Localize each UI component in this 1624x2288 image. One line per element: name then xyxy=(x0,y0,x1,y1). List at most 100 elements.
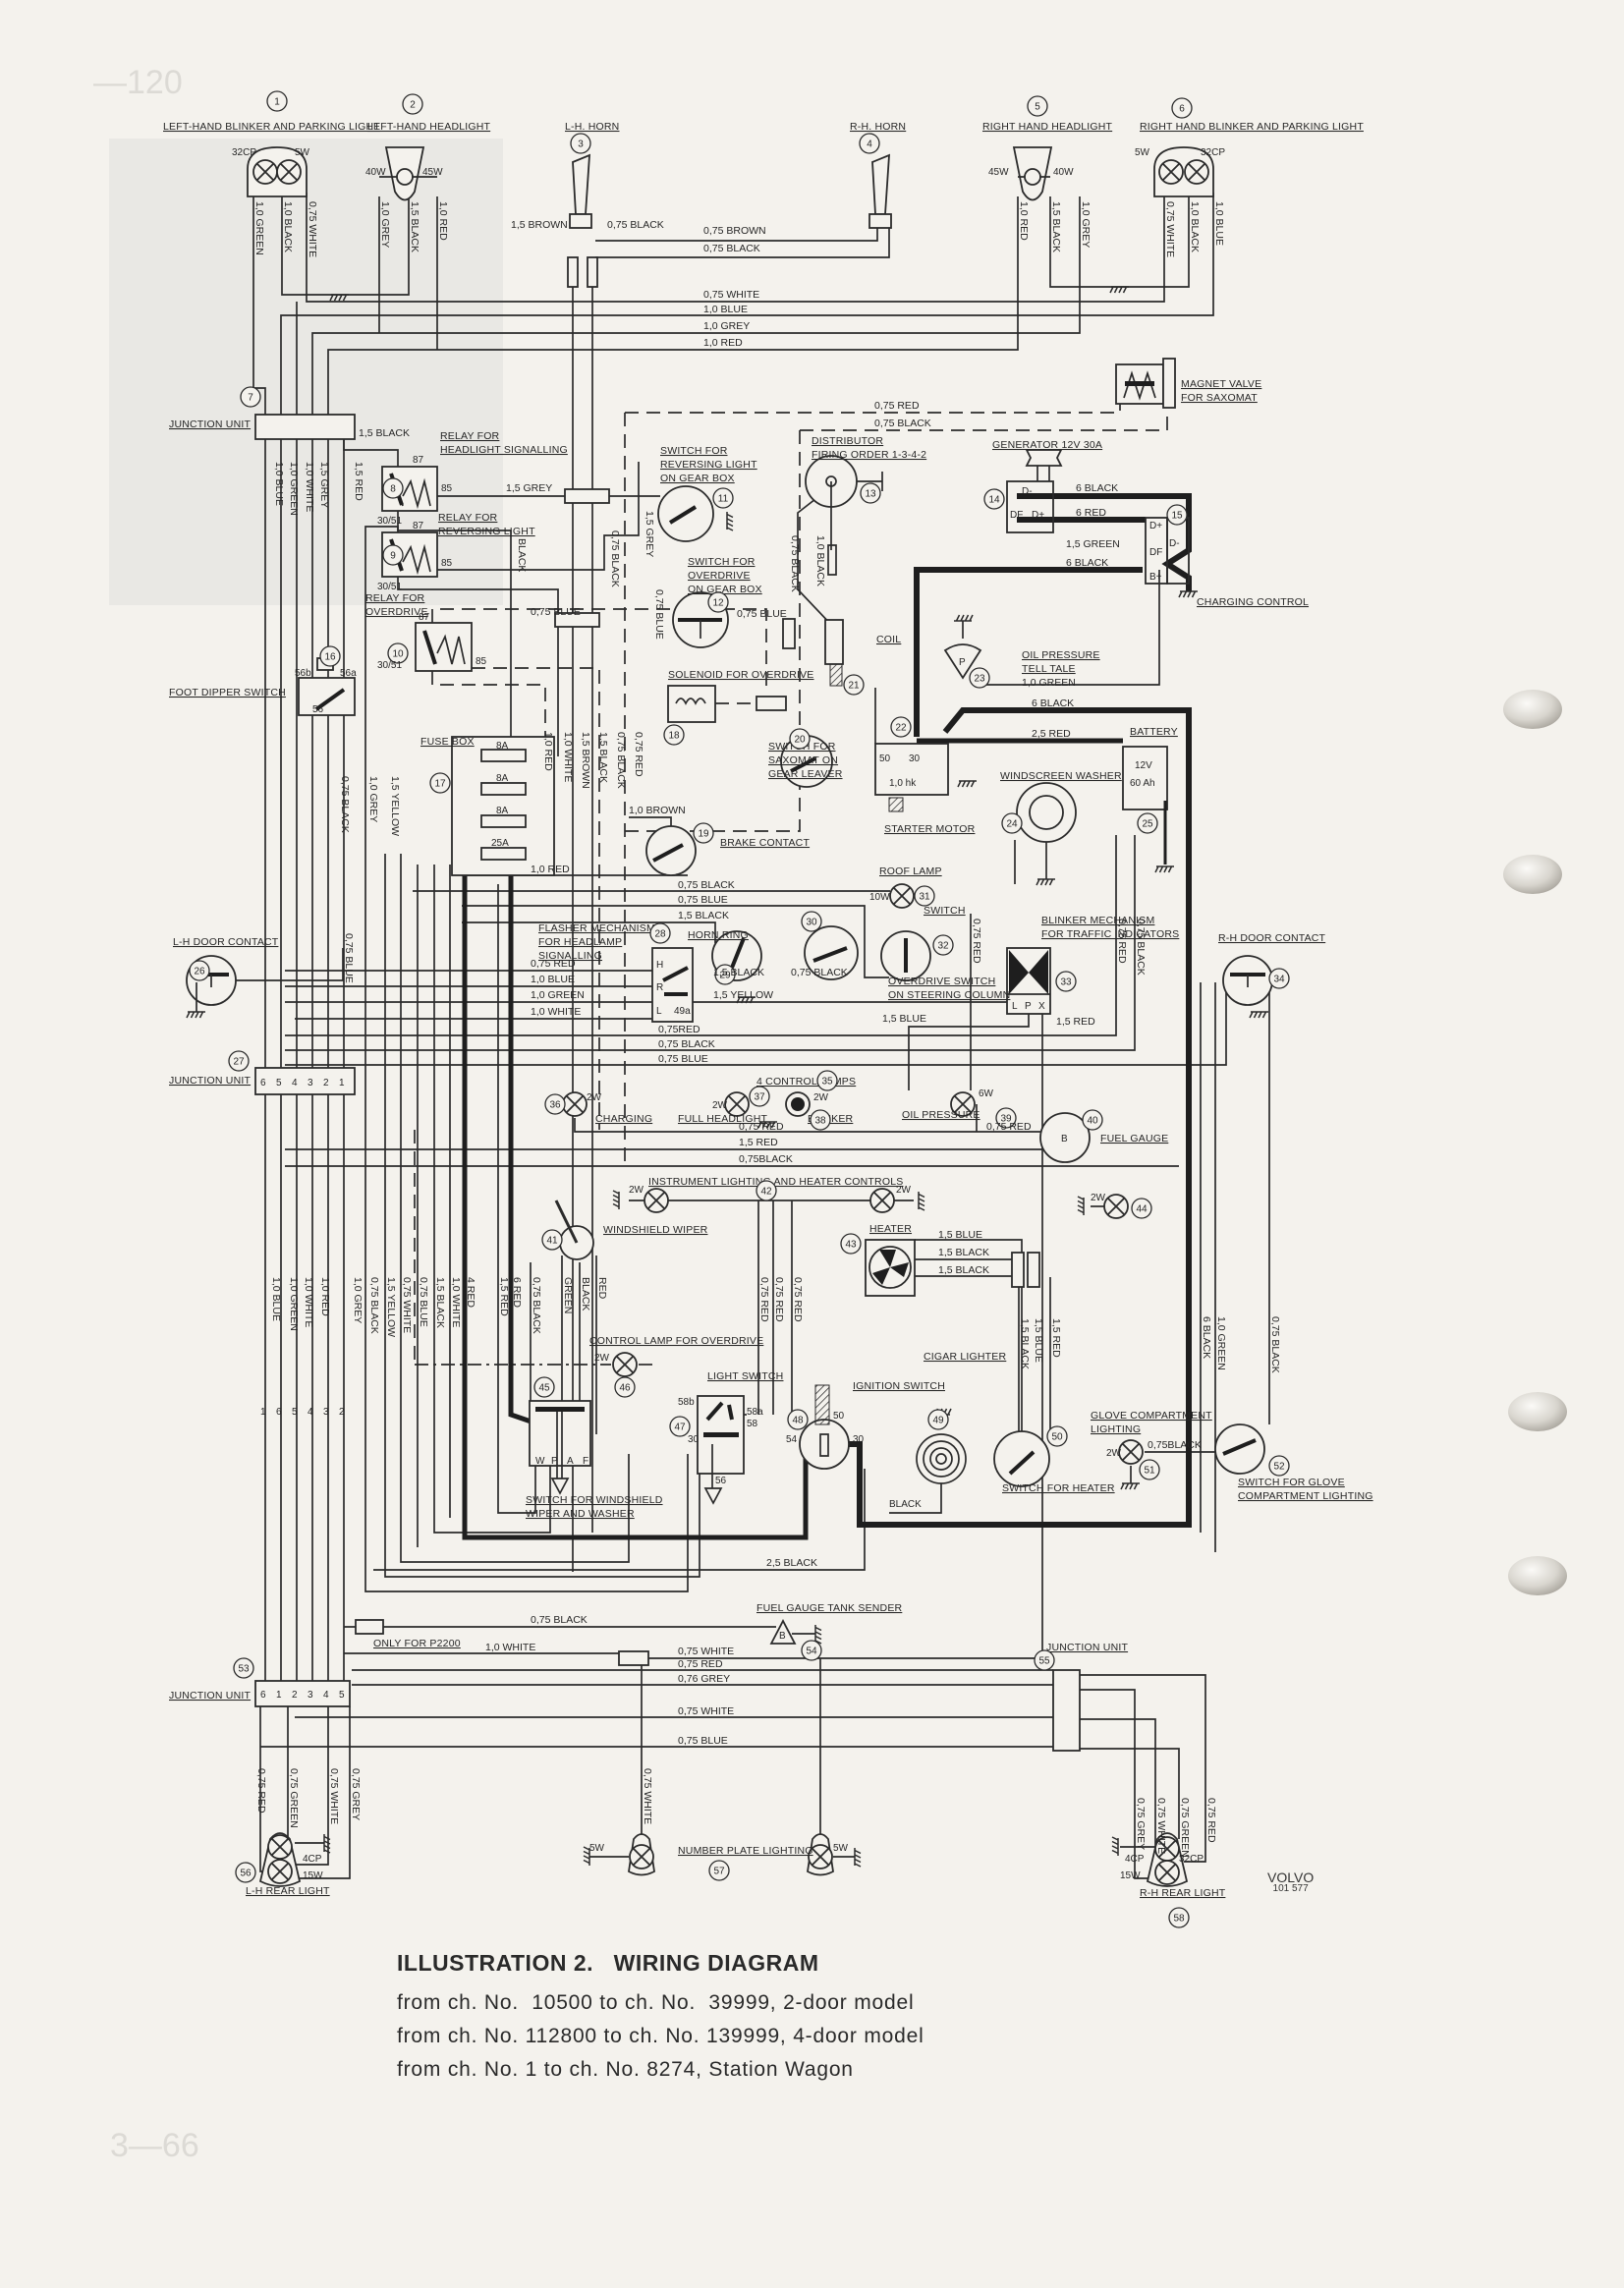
wire-label: 0,75 BLACK xyxy=(607,219,664,231)
component-label: REVERSING LIGHT xyxy=(660,459,757,471)
lh-horn xyxy=(567,153,598,288)
pin-annotation: 5 xyxy=(339,1690,345,1701)
pin-annotation: 49a xyxy=(674,1006,691,1017)
reference-number-circle xyxy=(1046,1425,1068,1447)
wire-label: 1,0 GREY xyxy=(352,1277,364,1323)
charging-lamp xyxy=(562,1091,588,1117)
component-label: ROOF LAMP xyxy=(879,865,942,877)
reference-number-circle xyxy=(1166,504,1188,526)
wire-label: 1,5 BROWN xyxy=(580,732,591,789)
reference-number-circle xyxy=(233,1657,254,1679)
reference-number: 12 xyxy=(712,598,724,609)
wire-label: 0,75 BLACK xyxy=(703,243,760,254)
reference-number: 28 xyxy=(654,929,666,940)
component-label: L-H REAR LIGHT xyxy=(246,1885,330,1897)
reference-number-circle xyxy=(787,1409,809,1430)
component-label: LEFT-HAND HEADLIGHT xyxy=(367,121,491,133)
pin-annotation: 30 xyxy=(853,1434,865,1445)
reference-number: 4 xyxy=(867,140,872,150)
ground-icon xyxy=(854,1847,862,1868)
wire-label: 0,75RED xyxy=(658,1024,700,1035)
component-label: BLINKER MECHANISM xyxy=(1041,915,1154,926)
reference-number: 43 xyxy=(845,1240,857,1251)
component-label: R-H DOOR CONTACT xyxy=(1218,932,1326,944)
reference-number-circle xyxy=(1168,1907,1190,1928)
reference-number-circle xyxy=(663,724,685,746)
reference-number: 9 xyxy=(390,551,396,562)
pin-annotation: 5 xyxy=(292,1407,298,1418)
reference-number-circle xyxy=(969,667,990,689)
component-label: ON STEERING COLUMN xyxy=(888,989,1010,1001)
component-label: FUEL GAUGE xyxy=(1100,1133,1168,1144)
component-label: SWITCH FOR GLOVE xyxy=(1238,1477,1345,1488)
pin-annotation: 2W xyxy=(1106,1448,1122,1459)
wire-label: 0,75 BLUE xyxy=(737,608,787,620)
pin-annotation: R xyxy=(656,982,663,993)
wire-label: 1,0 WHITE xyxy=(450,1277,462,1327)
wire-label: 0,75 RED xyxy=(971,919,982,964)
wire-label: 0,75 WHITE xyxy=(703,289,759,301)
wire-label: 1,0 GREEN xyxy=(288,1277,300,1331)
reference-number-circle xyxy=(541,1229,563,1251)
junction-unit-53 xyxy=(254,1680,351,1707)
reference-number: 27 xyxy=(233,1057,245,1068)
pin-annotation: 32CP xyxy=(1201,147,1225,158)
reference-number: 46 xyxy=(619,1383,631,1394)
reference-number: 36 xyxy=(549,1100,561,1111)
wire-label: 0,75 RED xyxy=(1116,919,1128,964)
component-label: STARTER MOTOR xyxy=(884,823,976,835)
overdrive-control-lamp xyxy=(612,1352,638,1377)
component-label: SIGNALLING xyxy=(538,950,602,962)
pin-annotation: B xyxy=(1061,1134,1068,1144)
component-label: NUMBER PLATE LIGHTING xyxy=(678,1845,813,1857)
wire-label: 0,75 GREEN xyxy=(288,1768,300,1828)
component-label: RELAY FOR xyxy=(440,430,500,442)
pin-annotation: 4CP xyxy=(1125,1854,1145,1865)
component-label: OIL PRESSURE xyxy=(902,1109,980,1121)
pin-annotation: 45W xyxy=(988,167,1009,178)
reference-number-circle xyxy=(983,488,1005,510)
pin-annotation: 40W xyxy=(1053,167,1074,178)
reference-number: 30 xyxy=(806,918,817,928)
wire-label: 1,0 GREEN xyxy=(288,462,300,516)
wire-label: 1,5 BLUE xyxy=(882,1013,926,1025)
wire-label: 1,5 BLACK xyxy=(713,967,764,978)
pin-annotation: 3 xyxy=(308,1690,313,1701)
wire-label: 0,75 BLUE xyxy=(343,933,355,983)
heater xyxy=(865,1239,916,1297)
wire-label: 1,0 WHITE xyxy=(303,1277,314,1327)
pin-annotation: 1 xyxy=(276,1690,282,1701)
component-label: OVERDRIVE xyxy=(688,570,751,582)
connector xyxy=(1027,1252,1040,1288)
oil-pressure-tell-tale xyxy=(943,621,982,680)
pin-annotation: P xyxy=(1025,1001,1032,1012)
fuel-gauge xyxy=(1039,1112,1091,1163)
pin-annotation: 5W xyxy=(589,1843,605,1854)
windscreen-washer xyxy=(1016,782,1077,879)
reference-number-circle xyxy=(382,544,404,566)
reference-number-circle xyxy=(789,728,811,750)
wire-label: 1,5 BLACK xyxy=(1050,201,1062,252)
reference-number-circle xyxy=(1139,1459,1160,1480)
reference-number-circle xyxy=(995,1107,1017,1129)
reference-number: 21 xyxy=(848,681,860,692)
pin-annotation: 8A xyxy=(496,741,509,752)
component-label: ON GEAR BOX xyxy=(660,473,735,484)
wire-label: 6 RED xyxy=(511,1277,523,1308)
ground-icon xyxy=(1154,865,1175,873)
pin-annotation: F xyxy=(583,1456,588,1467)
wire-label: 0,75BLACK xyxy=(739,1153,793,1165)
wire-label: 4 RED xyxy=(465,1277,476,1308)
wire-label: 1,5 GREY xyxy=(318,462,330,508)
wire-label: BLACK xyxy=(516,538,528,572)
wire-label: 6 BLACK xyxy=(1066,557,1108,569)
wire-label: 1,5 BLACK xyxy=(938,1247,989,1258)
pin-annotation: BLACK xyxy=(889,1499,922,1510)
reference-number-circle xyxy=(816,1070,838,1091)
component-label: DISTRIBUTOR xyxy=(812,435,883,447)
rh-rear-light xyxy=(1146,1832,1189,1887)
wire-label: 1,5 BLUE xyxy=(938,1229,982,1241)
wire-label: 1,0 WHITE xyxy=(531,1006,581,1018)
reference-number: 10 xyxy=(392,649,404,660)
